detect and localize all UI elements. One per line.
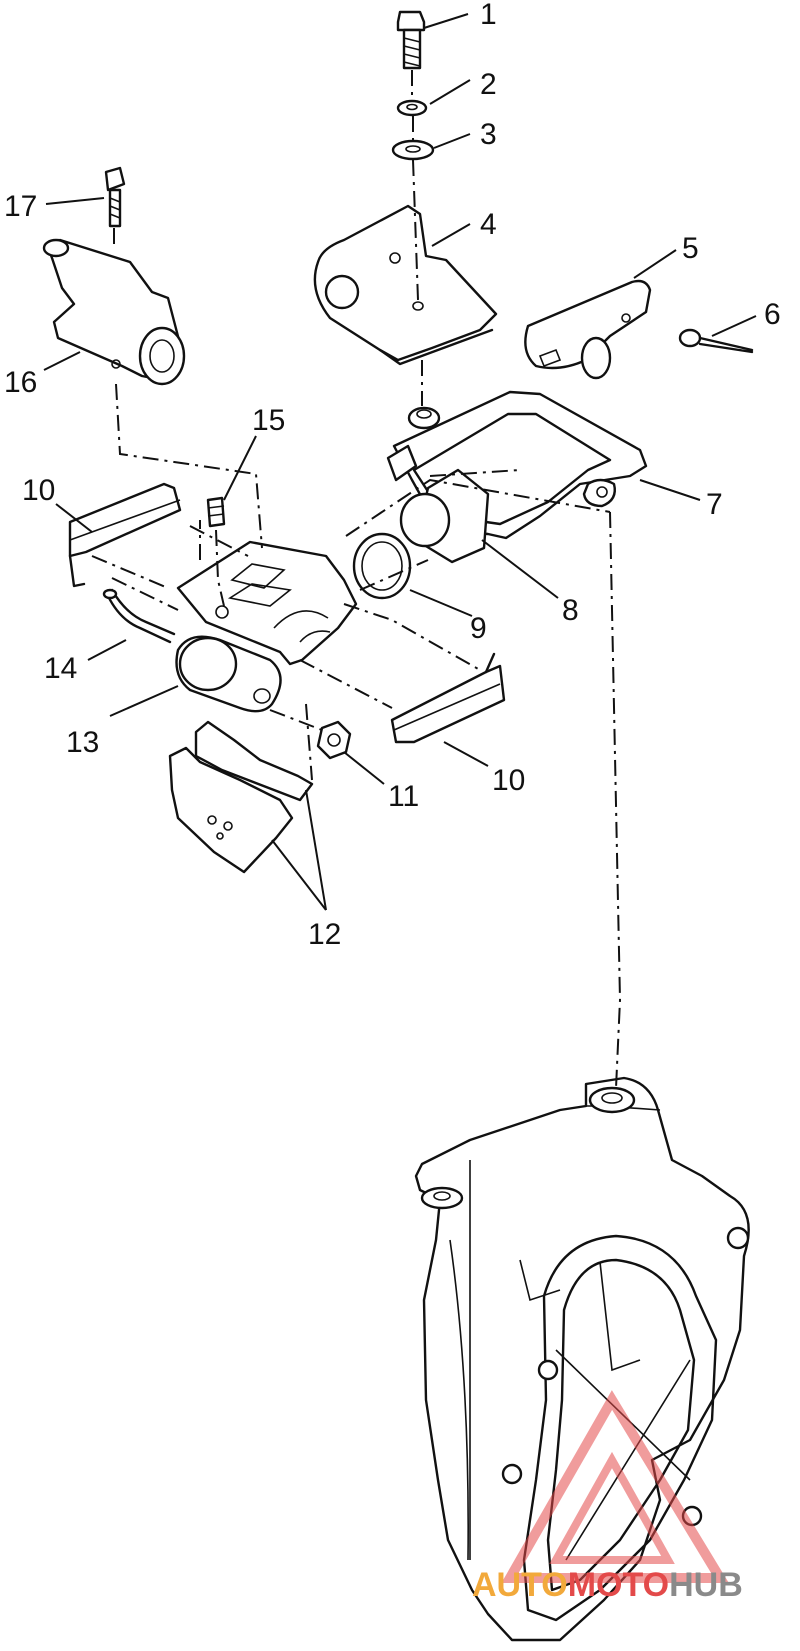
part-6-pin	[678, 328, 754, 354]
callout-labels: 1 2 3 4 5 6 7 8 9 10 10 11 12 13 14 15 1…	[4, 0, 781, 951]
callout-11: 11	[388, 780, 419, 813]
callout-7: 7	[706, 488, 723, 521]
part-10-lower-shim	[390, 652, 506, 744]
callout-12: 12	[308, 918, 341, 951]
part-1-bolt	[396, 10, 426, 70]
callout-1: 1	[480, 0, 497, 31]
part-17-screw	[104, 166, 126, 228]
callout-8: 8	[562, 594, 579, 627]
callout-6: 6	[764, 298, 781, 331]
mounting-housing	[414, 1076, 750, 1642]
part-16-fitting	[42, 238, 186, 386]
part-11-nut	[316, 720, 352, 760]
part-15-bleeder	[206, 496, 226, 528]
part-8-piston	[399, 468, 490, 564]
part-4-bracket	[313, 204, 498, 366]
callout-10-lower: 10	[492, 764, 525, 797]
callout-5: 5	[682, 232, 699, 265]
callout-16: 16	[4, 366, 37, 399]
caliper-housing	[176, 540, 358, 666]
callout-9: 9	[470, 612, 487, 645]
callout-10-upper: 10	[22, 474, 55, 507]
watermark-text: AUTOMOTOHUB	[472, 1566, 743, 1604]
callout-4: 4	[480, 208, 497, 241]
callout-13: 13	[66, 726, 99, 759]
callout-2: 2	[480, 68, 497, 101]
callout-14: 14	[44, 652, 77, 685]
part-10-upper-shim	[68, 482, 182, 588]
watermark-moto: MOTO	[568, 1566, 669, 1604]
part-3-washer	[391, 139, 435, 161]
part-9-seal	[352, 532, 412, 600]
part-2-lock-washer	[396, 99, 428, 117]
callout-17: 17	[4, 190, 37, 223]
watermark-triangle-icon	[501, 1390, 729, 1583]
callout-3: 3	[480, 118, 497, 151]
part-12-brake-pads	[168, 720, 314, 874]
watermark-logo: AUTOMOTOHUB	[472, 1390, 743, 1604]
leader-lines	[43, 13, 757, 911]
watermark-auto: AUTO	[472, 1566, 568, 1604]
part-5-arm	[524, 279, 652, 380]
assembly-lines	[91, 70, 622, 1089]
part-14-cable	[102, 588, 176, 644]
watermark-hub: HUB	[669, 1566, 743, 1604]
part-13-caliper-cap	[175, 635, 282, 713]
callout-15: 15	[252, 404, 285, 437]
